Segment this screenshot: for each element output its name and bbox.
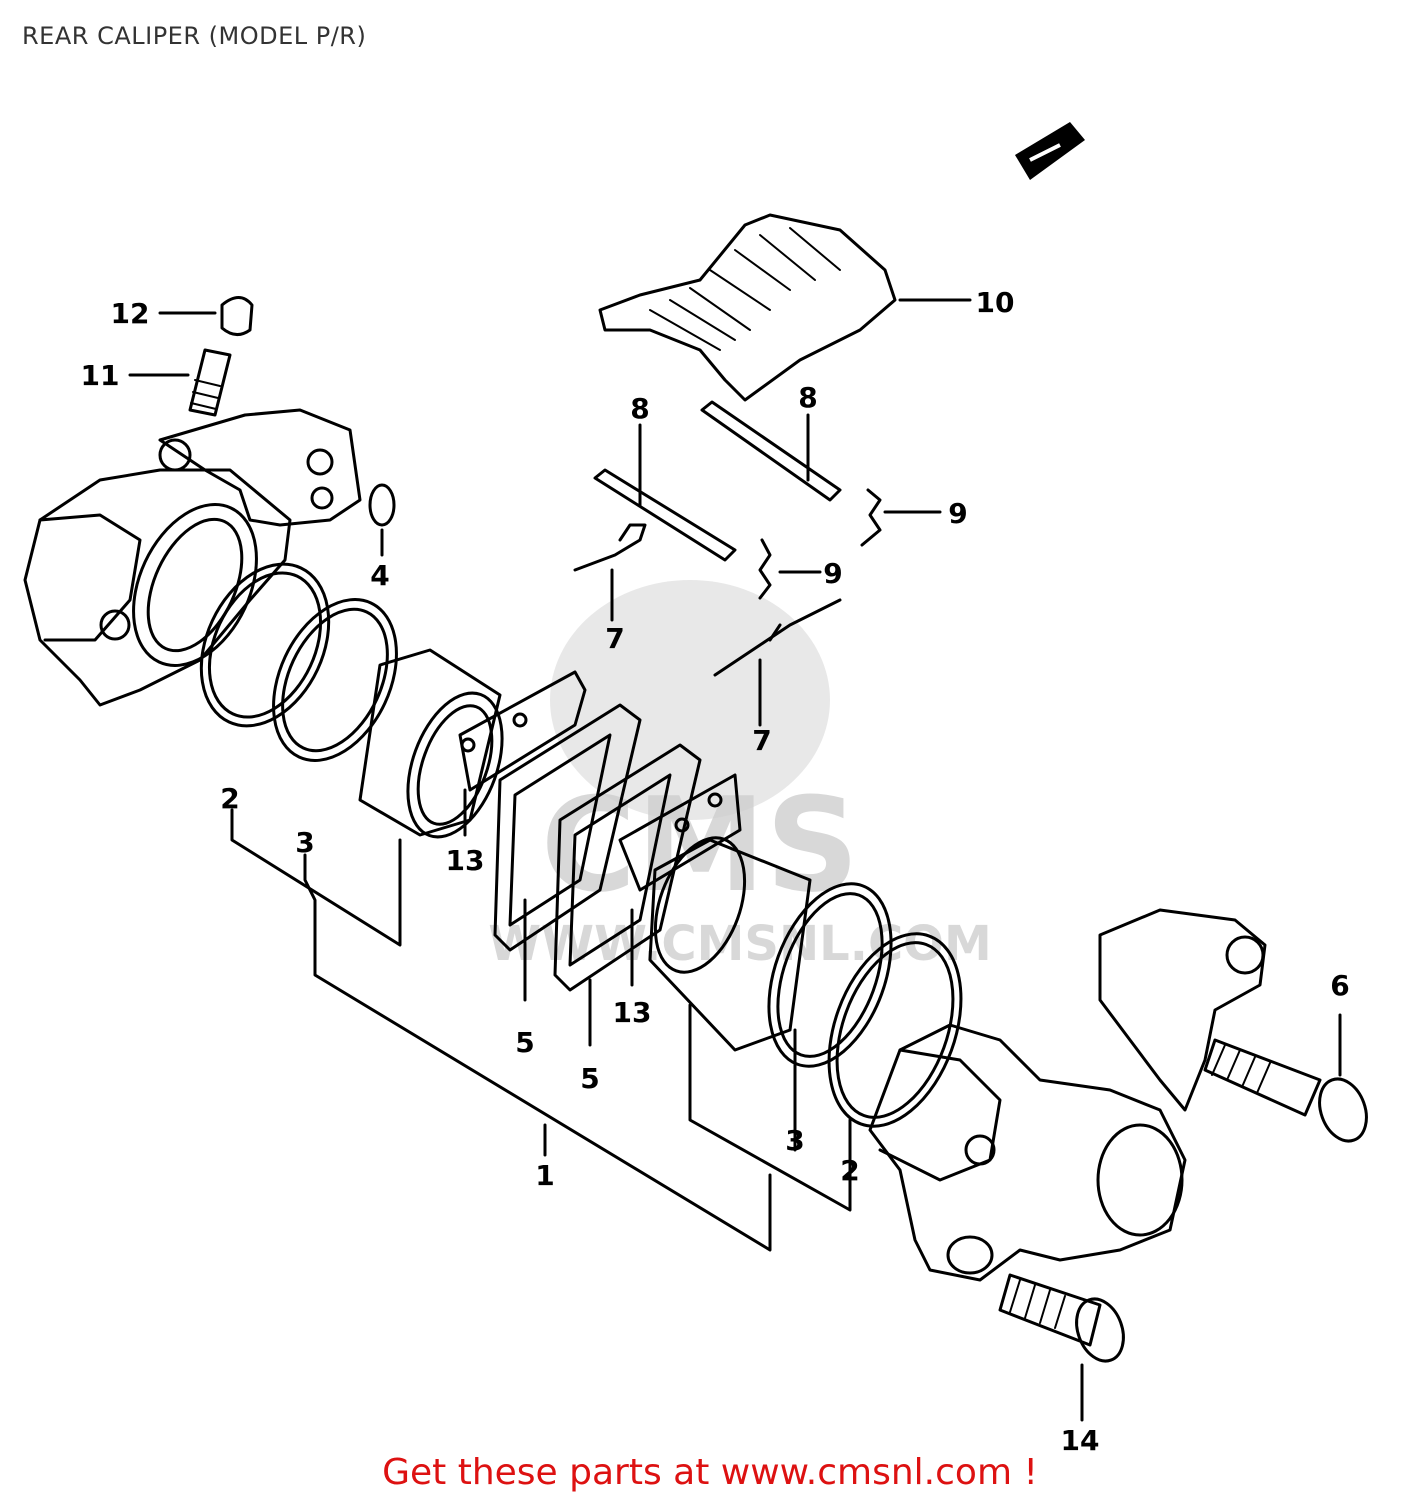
part-14-mounting-bolt [998,1273,1125,1422]
caliper-right-half [868,908,1267,1282]
part-4-washer [368,483,396,557]
piston-left [358,648,504,839]
callout-13-right: 13 [613,996,652,1029]
dust-seal-right [767,882,893,1068]
part-7-clip-upper [573,523,647,622]
callout-10: 10 [976,286,1015,319]
callout-14: 14 [1061,1424,1100,1457]
piston-seal-right [827,932,963,1128]
part-13-shim-left [458,670,587,792]
callout-8-lower: 8 [630,392,649,425]
caliper-left-half [23,408,362,707]
footer-link[interactable]: Get these parts at www.cmsnl.com ! [382,1452,1038,1493]
callout-12: 12 [111,297,150,330]
part-8-pad-pin-upper [700,400,842,502]
direction-arrow-icon [1015,122,1085,180]
part-10-pad-spring [598,213,972,402]
part-7-clip-lower [713,598,842,727]
part-6-mounting-bolt [1203,1013,1368,1143]
piston-right [648,836,812,1052]
dust-seal-left [272,598,398,762]
callout-2-right: 2 [840,1154,859,1187]
piston-seal-left [199,562,331,728]
callout-3-left: 3 [295,826,314,859]
callout-7-upper: 7 [605,622,624,655]
callout-1: 1 [535,1159,554,1192]
part-5-pad-right [553,743,702,992]
part-12-bleeder-cap [158,296,254,336]
callout-7-lower: 7 [752,724,771,757]
callout-5-left: 5 [515,1026,534,1059]
part-5-pad-left [493,703,642,952]
callout-5-right: 5 [580,1062,599,1095]
part-8-pad-pin-lower [593,423,737,562]
part-13-shim-right [618,773,742,892]
diagram-title: REAR CALIPER (MODEL P/R) [22,22,367,50]
callout-6: 6 [1330,969,1349,1002]
callout-3-right: 3 [785,1124,804,1157]
part-9-clip-lower [758,538,822,600]
callout-4: 4 [370,559,389,592]
part-11-bleeder-valve [128,348,232,417]
callout-9-upper: 9 [948,497,967,530]
callout-9-lower: 9 [823,557,842,590]
callout-13-left: 13 [446,844,485,877]
callout-11: 11 [81,359,120,392]
assembly-1-leader-lines [230,788,852,1252]
part-9-clip-upper [860,488,942,547]
callout-2-left: 2 [220,782,239,815]
callout-8-upper: 8 [798,381,817,414]
